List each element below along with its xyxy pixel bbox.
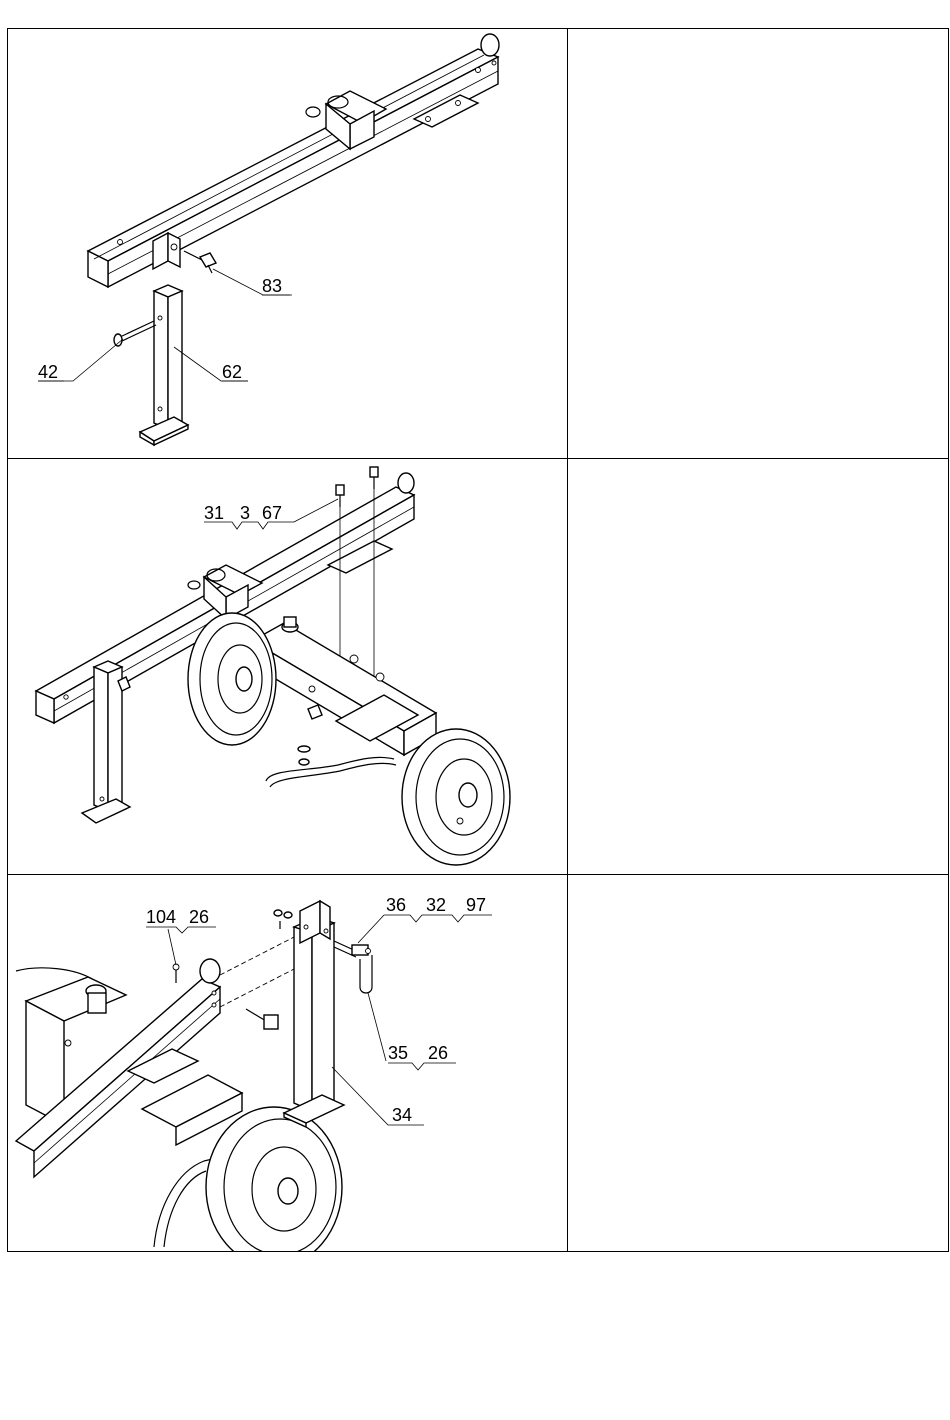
- step-row-3: 104 26 36 32 97 35 26 34: [8, 875, 949, 1252]
- callout-36: 36: [386, 895, 406, 915]
- callout-97: 97: [466, 895, 486, 915]
- frame-beam: [88, 34, 499, 287]
- rear-stand-drawing: 104 26 36 32 97 35 26 34: [8, 875, 567, 1251]
- locking-pin: [114, 321, 156, 346]
- callout-42: 42: [38, 362, 58, 382]
- step-2-figure-cell: 31 3 67: [8, 459, 568, 875]
- r-clip: [173, 964, 179, 983]
- step-row-1: 83 42 62: [8, 29, 949, 459]
- callout-104: 104: [146, 907, 176, 927]
- callout-26-bottom: 26: [428, 1043, 448, 1063]
- rear-stand: [284, 901, 344, 1127]
- right-wheel: [402, 729, 510, 865]
- callout-83: 83: [262, 276, 282, 296]
- step-3-text-cell: [568, 875, 949, 1252]
- stand-mounting-drawing: 83 42 62: [8, 29, 567, 458]
- step-2-text-cell: [568, 459, 949, 875]
- wheel: [206, 1107, 342, 1251]
- callout-32: 32: [426, 895, 446, 915]
- axle-housing: [252, 617, 436, 755]
- support-leg: [140, 285, 188, 445]
- step-row-2: 31 3 67: [8, 459, 949, 875]
- step-3-figure-cell: 104 26 36 32 97 35 26 34: [8, 875, 568, 1252]
- callout-67: 67: [262, 503, 282, 523]
- locking-handle: [334, 941, 372, 993]
- callout-3: 3: [240, 503, 250, 523]
- stand-socket: [153, 233, 180, 269]
- hydraulic-hose: [266, 757, 394, 781]
- assembly-steps-table: 83 42 62: [7, 28, 949, 1252]
- callout-62: 62: [222, 362, 242, 382]
- step-1-figure-cell: 83 42 62: [8, 29, 568, 459]
- pivot-bolt: [246, 1009, 278, 1029]
- clamp-screw: [184, 251, 216, 273]
- callout-35: 35: [388, 1043, 408, 1063]
- step-1-text-cell: [568, 29, 949, 459]
- callout-34: 34: [392, 1105, 412, 1125]
- wheel-axle-drawing: 31 3 67: [8, 459, 567, 874]
- callout-26-top: 26: [189, 907, 209, 927]
- left-wheel: [188, 613, 276, 745]
- callout-31: 31: [204, 503, 224, 523]
